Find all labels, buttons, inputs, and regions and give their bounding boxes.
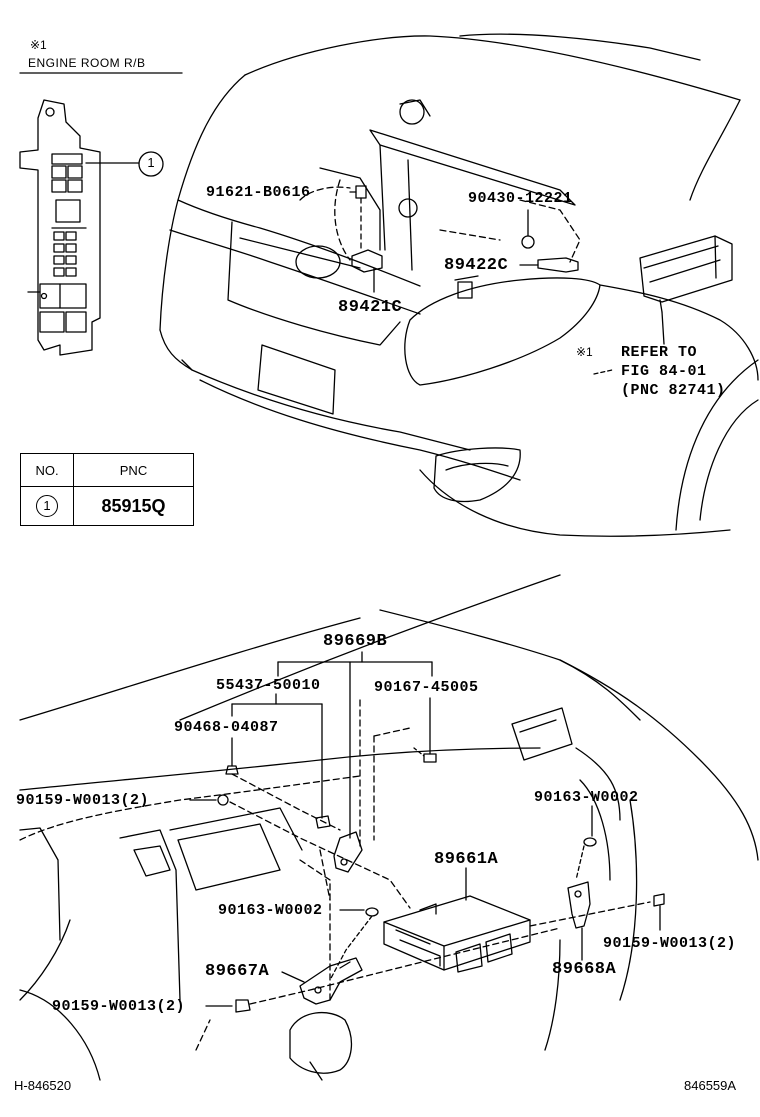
part-89669b: 89669B: [323, 632, 388, 651]
bolt-90159-a: [217, 794, 229, 806]
part-55437-50010: 55437-50010: [216, 677, 321, 694]
part-89661a: 89661A: [434, 850, 499, 869]
leader-89667a: [281, 971, 305, 983]
car-front-body: [159, 33, 759, 537]
leader-refer: [661, 311, 665, 345]
header-title: ENGINE ROOM R/B: [28, 56, 146, 70]
part-89421c: 89421C: [338, 298, 403, 317]
part-89422c: 89422C: [444, 256, 509, 275]
refer-line-1: REFER TO: [621, 344, 698, 361]
bolt-90159-b: [653, 893, 665, 907]
clip-55437: [315, 815, 331, 829]
ecu-module-ref: [639, 235, 733, 313]
dashboard-body: [19, 574, 759, 1081]
pnc-table-value: 85915Q: [101, 495, 166, 516]
callout-label-1: 1: [147, 155, 155, 170]
pnc-table-no-circle: 1: [36, 495, 58, 517]
bolt-90159-a-axis: [229, 801, 411, 909]
part-90159-w0013-upper: 90159-W0013(2): [16, 792, 150, 809]
nut-90163-a-axis: [575, 845, 585, 881]
ecu-89661a: [383, 895, 531, 973]
clip-90468: [225, 765, 239, 775]
bolt-91621: [355, 185, 367, 199]
refer-line-2: FIG 84-01: [621, 363, 707, 380]
pnc-table-header: NO. PNC: [20, 453, 194, 487]
part-89668a: 89668A: [552, 960, 617, 979]
bracket-89668a: [567, 881, 591, 929]
part-90163-w0002-lower: 90163-W0002: [218, 902, 323, 919]
pnc-table: NO. PNC 1 85915Q: [20, 453, 194, 526]
part-91621-b0616: 91621-B0616: [206, 184, 311, 201]
refer-mark: ※1: [576, 345, 593, 359]
sensor-89422c: [537, 257, 579, 273]
refer-mark-leader: [593, 369, 613, 375]
header-mark: ※1: [30, 38, 47, 52]
part-90468-04087: 90468-04087: [174, 719, 279, 736]
callout-circle-1: [138, 151, 164, 177]
engine-room-relay-block: [19, 99, 101, 356]
pnc-table-cell-pnc: 85915Q: [73, 486, 194, 526]
part-90167-45005: 90167-45005: [374, 679, 479, 696]
part-90159-w0013-right: 90159-W0013(2): [603, 935, 737, 952]
bolt-90159-c: [235, 999, 251, 1013]
bracket-89669b: [333, 831, 363, 873]
part-90430-12221: 90430-12221: [468, 190, 573, 207]
bolt-90167-axis: [413, 747, 425, 757]
nut-90163-b: [365, 907, 379, 917]
pnc-table-col-no: NO.: [20, 453, 74, 487]
nut-90163-b-axis: [329, 915, 373, 981]
bracket-89667a: [299, 957, 363, 1005]
part-90159-w0013-lower: 90159-W0013(2): [52, 998, 186, 1015]
footer-left-code: H-846520: [14, 1078, 72, 1093]
refer-line-3: (PNC 82741): [621, 382, 726, 399]
bolt-90159-c-axis: [249, 927, 561, 1005]
pnc-table-cell-no: 1: [20, 486, 74, 526]
part-89667a: 89667A: [205, 962, 270, 981]
gasket-90430: [521, 235, 535, 249]
engine-bay-parts: [299, 99, 581, 299]
sensor-89421c: [351, 249, 383, 273]
pnc-table-col-pnc: PNC: [73, 453, 194, 487]
part-90163-w0002-upper: 90163-W0002: [534, 789, 639, 806]
bolt-90159-b-axis: [529, 901, 651, 927]
clip-90468-axis: [231, 773, 341, 831]
nut-90163-a: [583, 837, 597, 847]
bolt-90167: [423, 753, 437, 763]
footer-right-code: 846559A: [684, 1078, 737, 1093]
table-row: 1 85915Q: [20, 486, 194, 526]
